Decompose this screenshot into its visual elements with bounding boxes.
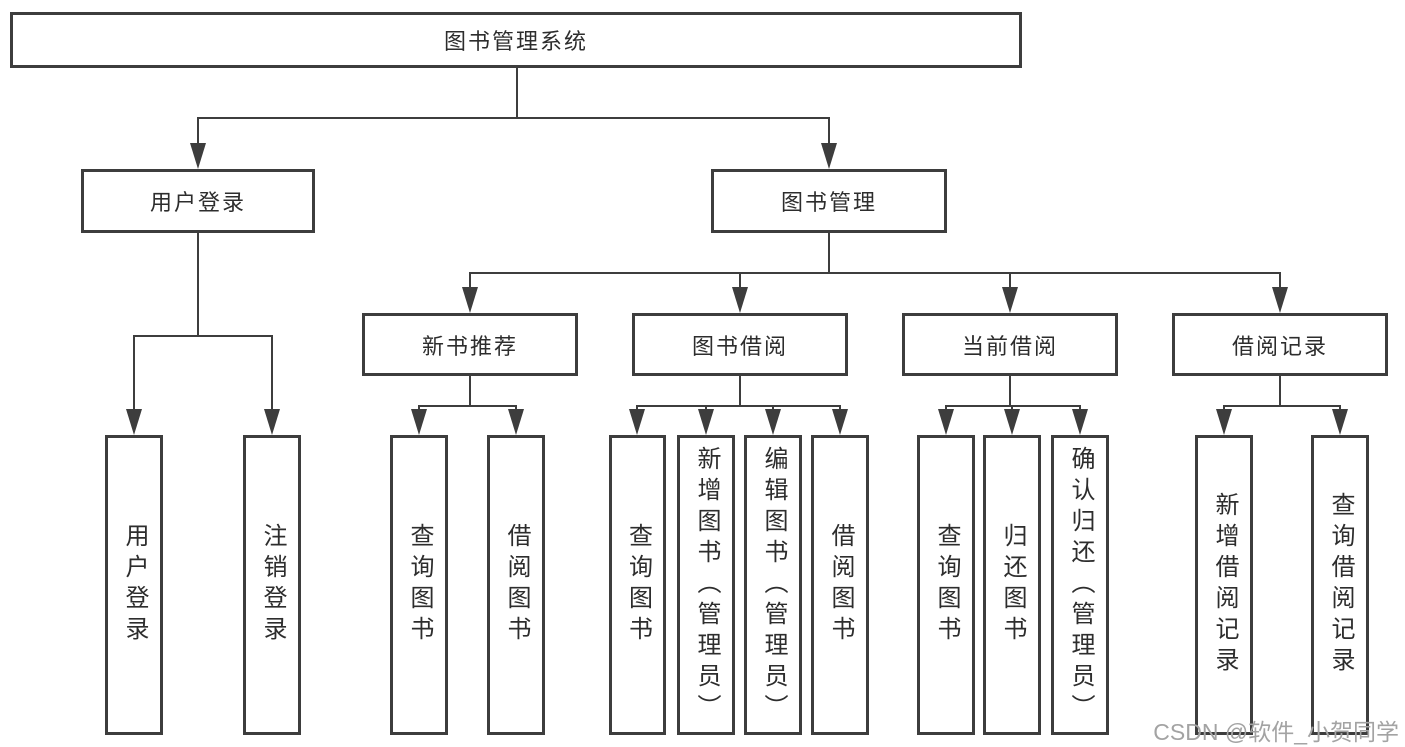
connector-arrow-down [264, 409, 280, 435]
node-leaf-logout: 注销登录 [243, 435, 301, 735]
connector-line [705, 405, 707, 411]
node-library-management-system: 图书管理系统 [10, 12, 1022, 68]
node-label: 新书推荐 [421, 333, 518, 359]
node-label: 新增借阅记录 [1211, 492, 1238, 678]
connector-line [515, 405, 517, 411]
connector-line [1223, 405, 1341, 407]
node-label: 查询图书 [624, 523, 652, 647]
connector-line [636, 405, 638, 411]
connector-arrow-down [1002, 287, 1018, 313]
connector-line [197, 117, 199, 145]
connector-line [1011, 405, 1013, 411]
node-label: 确认归还（管理员） [1067, 445, 1094, 725]
node-label: 新增图书（管理员） [693, 445, 720, 725]
connector-line [1279, 272, 1281, 289]
node-label: 借阅图书 [503, 523, 530, 647]
connector-line [516, 68, 518, 117]
node-leaf-borrowing-query-books: 查询图书 [609, 435, 666, 735]
node-label: 借阅记录 [1231, 333, 1328, 359]
connector-line [271, 335, 273, 411]
connector-line [828, 117, 830, 145]
connector-arrow-down [732, 287, 748, 313]
node-leaf-user-login: 用户登录 [105, 435, 163, 735]
node-leaf-borrowing-edit-books: 编辑图书（管理员） [744, 435, 802, 735]
connector-arrow-down [1216, 409, 1232, 435]
connector-arrow-down [1004, 409, 1020, 435]
connector-line [839, 405, 841, 411]
connector-line [1079, 405, 1081, 411]
connector-line [418, 405, 517, 407]
node-leaf-borrowing-borrow-books: 借阅图书 [811, 435, 869, 735]
connector-line [469, 272, 1281, 274]
node-label: 注销登录 [259, 523, 286, 647]
node-borrowing-records: 借阅记录 [1172, 313, 1388, 376]
connector-line [133, 335, 273, 337]
connector-arrow-down [938, 409, 954, 435]
node-leaf-recommend-borrow-books: 借阅图书 [487, 435, 545, 735]
node-leaf-current-confirm-return: 确认归还（管理员） [1051, 435, 1109, 735]
node-label: 查询图书 [933, 523, 960, 647]
connector-arrow-down [832, 409, 848, 435]
connector-line [945, 405, 947, 411]
connector-line [469, 272, 471, 289]
connector-arrow-down [126, 409, 142, 435]
node-leaf-recommend-query-books: 查询图书 [390, 435, 448, 735]
node-leaf-records-query-record: 查询借阅记录 [1311, 435, 1369, 735]
connector-line [1009, 376, 1011, 405]
connector-arrow-down [765, 409, 781, 435]
connector-line [636, 405, 841, 407]
connector-arrow-down [1072, 409, 1088, 435]
node-label: 借阅图书 [827, 523, 854, 647]
node-leaf-records-add-record: 新增借阅记录 [1195, 435, 1253, 735]
node-label: 图书管理系统 [443, 29, 588, 54]
connector-line [133, 335, 135, 411]
node-book-management: 图书管理 [711, 169, 947, 233]
connector-line [772, 405, 774, 411]
node-label: 查询图书 [406, 523, 433, 647]
csdn-watermark: CSDN @软件_小贺同学 [1153, 719, 1399, 745]
node-book-borrowing: 图书借阅 [632, 313, 848, 376]
node-label: 用户登录 [121, 523, 148, 647]
connector-line [197, 117, 830, 119]
connector-line [1339, 405, 1341, 411]
node-label: 归还图书 [999, 523, 1026, 647]
node-leaf-current-return-books: 归还图书 [983, 435, 1041, 735]
node-current-borrowing: 当前借阅 [902, 313, 1118, 376]
connector-line [1279, 376, 1281, 405]
node-user-login: 用户登录 [81, 169, 315, 233]
connector-line [739, 376, 741, 405]
connector-arrow-down [1332, 409, 1348, 435]
connector-arrow-down [821, 143, 837, 169]
connector-arrow-down [462, 287, 478, 313]
connector-line [1009, 272, 1011, 289]
node-label: 当前借阅 [961, 333, 1058, 359]
connector-line [418, 405, 420, 411]
node-label: 图书管理 [780, 190, 877, 215]
connector-line [945, 405, 1081, 407]
node-leaf-current-query-books: 查询图书 [917, 435, 975, 735]
connector-arrow-down [698, 409, 714, 435]
connector-arrow-down [190, 143, 206, 169]
connector-line [469, 376, 471, 405]
connector-line [1223, 405, 1225, 411]
node-label: 查询借阅记录 [1327, 492, 1354, 678]
node-label: 编辑图书（管理员） [760, 445, 787, 725]
node-leaf-borrowing-add-books: 新增图书（管理员） [677, 435, 735, 735]
node-label: 图书借阅 [691, 333, 788, 359]
connector-line [197, 233, 199, 335]
connector-line [828, 233, 830, 272]
connector-arrow-down [629, 409, 645, 435]
node-new-book-recommend: 新书推荐 [362, 313, 578, 376]
connector-arrow-down [1272, 287, 1288, 313]
connector-arrow-down [508, 409, 524, 435]
connector-arrow-down [411, 409, 427, 435]
connector-line [739, 272, 741, 289]
node-label: 用户登录 [149, 190, 246, 215]
